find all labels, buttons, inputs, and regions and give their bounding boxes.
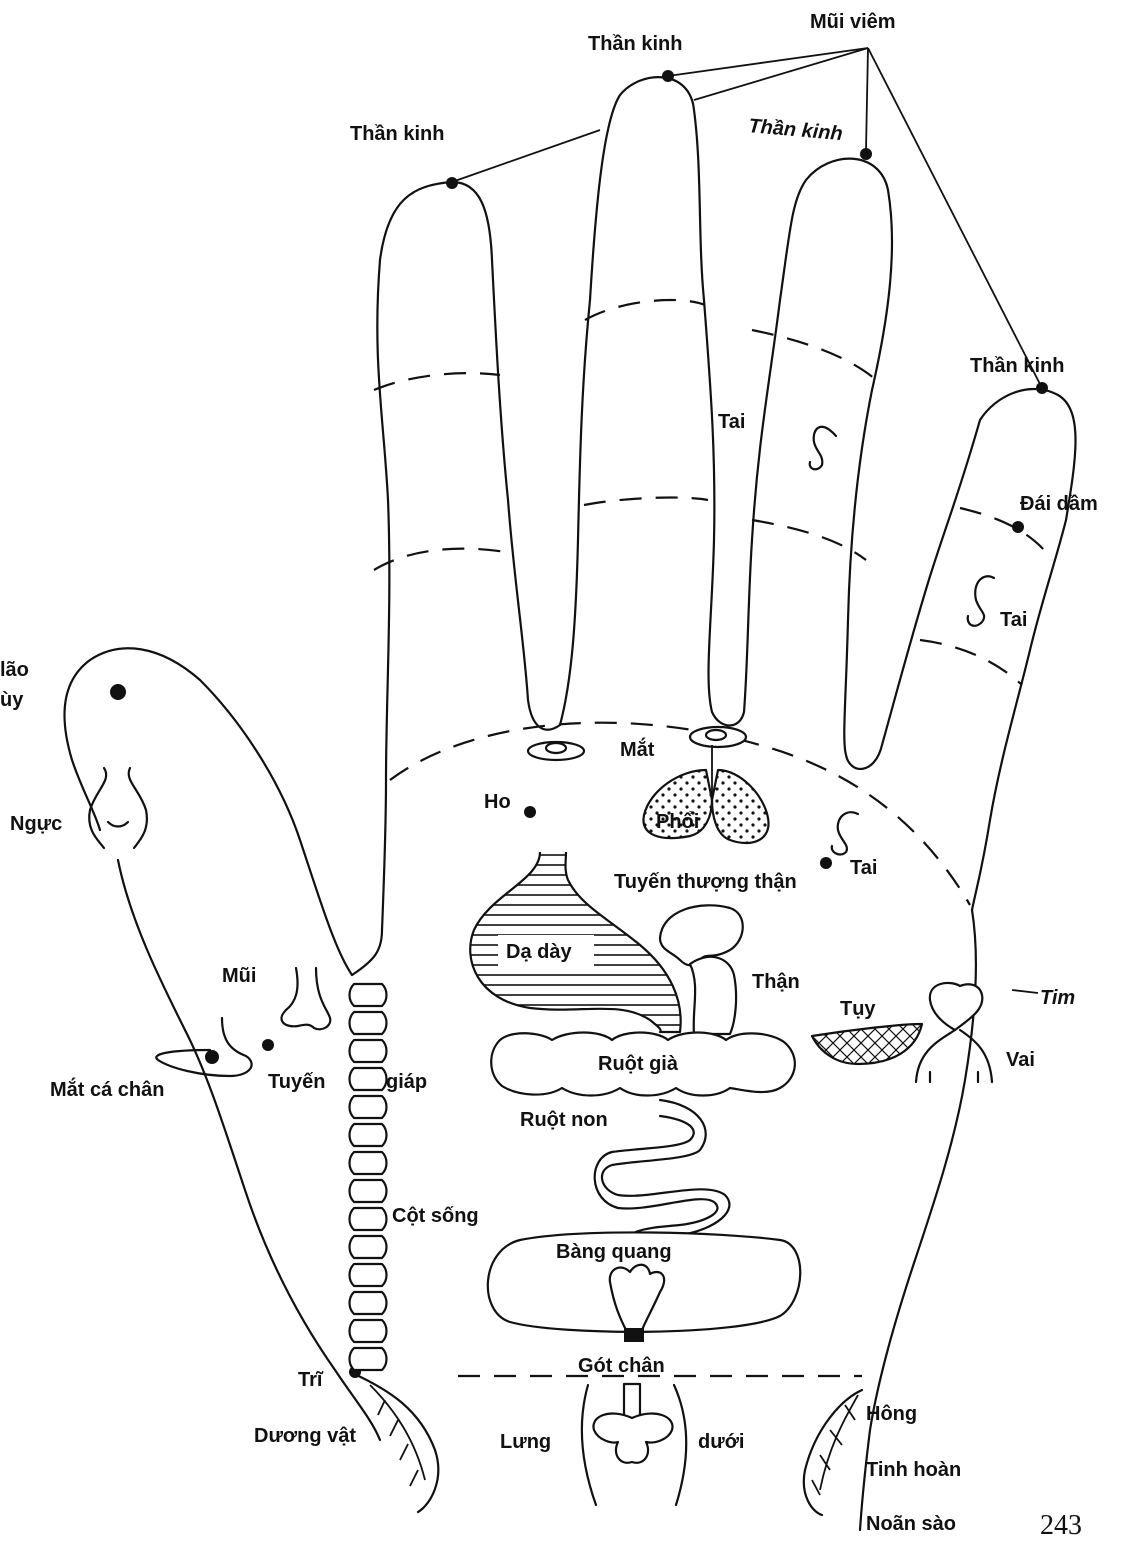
label-than: Thận (752, 971, 800, 993)
vertebra (350, 1068, 387, 1090)
vertebra (350, 1292, 387, 1314)
chest-icon (89, 768, 147, 848)
vertebra (350, 1264, 387, 1286)
vertebra (350, 1040, 387, 1062)
vertebra (350, 1236, 387, 1258)
pancreas-icon (812, 1024, 922, 1064)
index-finger-outline (352, 182, 560, 975)
label-bang-quang: Bàng quang (556, 1241, 672, 1263)
nose-icon (282, 968, 331, 1029)
lower-back-icon (593, 1384, 672, 1463)
page-number: 243 (1040, 1510, 1082, 1541)
middle-finger-outline (560, 77, 1076, 910)
label-lung: Lưng (500, 1431, 551, 1453)
palm-left-edge (118, 860, 380, 1440)
sleeve-right (804, 1390, 862, 1515)
wrist-left-line (582, 1385, 596, 1505)
label-mui-viem: Mũi viêm (810, 11, 896, 33)
vertebra (350, 1012, 387, 1034)
label-tinh-hoan: Tinh hoàn (866, 1459, 961, 1481)
label-than-kinh-index: Thần kinh (350, 123, 444, 145)
vertebra (350, 1348, 387, 1370)
vertebra (350, 984, 387, 1006)
label-tai-little: Tai (1000, 609, 1027, 631)
label-vai: Vai (1006, 1049, 1035, 1071)
label-tuy: Tụy (840, 998, 876, 1020)
label-cot-song: Cột sống (392, 1205, 479, 1227)
vertebra (350, 1152, 387, 1174)
label-ruot-gia: Ruột già (598, 1053, 679, 1075)
label-tai-palm: Tai (850, 857, 877, 879)
label-tri: Trĩ (298, 1369, 324, 1391)
vertebra (350, 1096, 387, 1118)
label-ruot-non: Ruột non (520, 1109, 608, 1131)
label-nguc: Ngực (10, 813, 62, 835)
label-mat: Mắt (620, 737, 655, 761)
callout-lines (452, 48, 1042, 993)
vertebra (350, 1180, 387, 1202)
label-tai-middle: Tai (718, 411, 745, 433)
spine-icon (350, 984, 387, 1370)
heart-icon (916, 983, 992, 1082)
label-duoi: dưới (698, 1431, 744, 1453)
label-noan-sao: Noãn sào (866, 1513, 956, 1535)
label-than-kinh-middle: Thần kinh (588, 33, 682, 55)
label-phoi: Phổi (656, 811, 699, 833)
label-tim: Tim (1040, 987, 1075, 1009)
ankle-icon (156, 1018, 251, 1076)
label-giap: giáp (386, 1071, 427, 1093)
vertebra (350, 1124, 387, 1146)
vertebra (350, 1320, 387, 1342)
ear-icons (810, 427, 994, 855)
label-dai-dam: Đái dầm (1020, 493, 1098, 515)
label-got-chan: Gót chân (578, 1355, 665, 1377)
label-ho: Ho (484, 791, 511, 813)
label-tuyen-thuong-than: Tuyến thượng thận (614, 871, 797, 893)
label-than-kinh-ring: Thần kinh (748, 115, 844, 145)
label-mat-ca-chan: Mắt cá chân (50, 1077, 164, 1101)
wrist-right-line (674, 1385, 686, 1505)
label-da-day: Dạ dày (506, 941, 572, 963)
vertebra (350, 1208, 387, 1230)
label-mui: Mũi (222, 965, 256, 987)
thumb-outline (65, 648, 352, 975)
label-tuyen: Tuyến (268, 1071, 325, 1093)
label-hong: Hông (866, 1403, 917, 1425)
label-nao-1: lão (0, 659, 29, 681)
label-than-kinh-little: Thần kinh (970, 355, 1064, 377)
label-nao-2: ùy (0, 689, 24, 711)
sleeve-left (350, 1372, 438, 1512)
label-duong-vat: Dương vật (254, 1425, 356, 1447)
